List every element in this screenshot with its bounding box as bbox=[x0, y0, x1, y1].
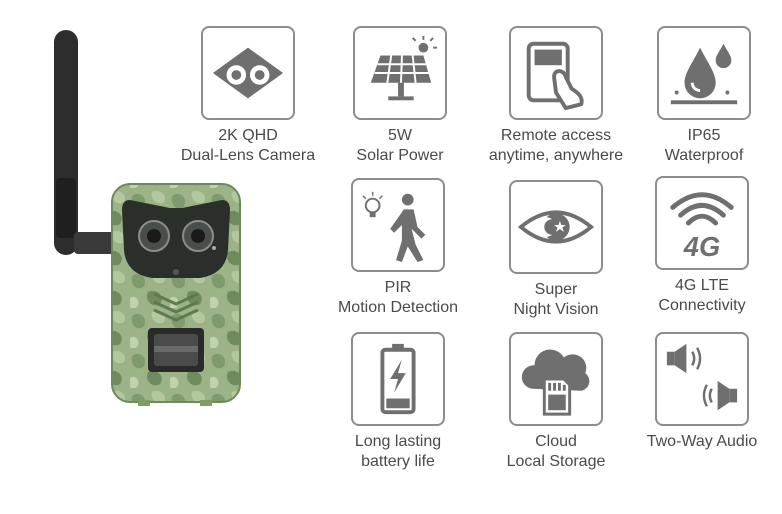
feature-remote-access: Remote access anytime, anywhere bbox=[466, 26, 646, 166]
dual-lens-eyes-icon bbox=[212, 47, 284, 99]
feature-title: Cloud bbox=[535, 433, 577, 450]
feature-subtitle: Dual-Lens Camera bbox=[180, 147, 316, 164]
feature-two-way-audio: Two-Way Audio bbox=[612, 332, 782, 452]
battery-bolt-icon bbox=[380, 343, 416, 415]
feature-title: 2K QHD bbox=[218, 127, 278, 144]
trail-camera-illustration bbox=[54, 30, 241, 406]
feature-title: PIR bbox=[384, 279, 412, 296]
feature-label: IP65 Waterproof bbox=[614, 126, 782, 166]
water-drop-icon bbox=[670, 43, 738, 105]
phone-tap-icon bbox=[526, 41, 584, 111]
feature-label: 5W Solar Power bbox=[310, 126, 490, 166]
feature-solar: 5W Solar Power bbox=[310, 26, 490, 166]
feature-label: PIR Motion Detection bbox=[308, 278, 488, 318]
feature-battery: Long lasting battery life bbox=[308, 332, 488, 472]
walking-person-icon bbox=[362, 191, 426, 263]
feature-label: 4G LTE Connectivity bbox=[612, 276, 782, 316]
feature-4g-lte: 4G 4G LTE Connectivity bbox=[612, 176, 782, 316]
trail-camera-image bbox=[50, 28, 250, 408]
feature-label: Super Night Vision bbox=[466, 280, 646, 320]
feature-storage: Cloud Local Storage bbox=[466, 332, 646, 472]
feature-icon-box bbox=[655, 332, 749, 426]
feature-title: Long lasting bbox=[354, 433, 442, 450]
feature-label: Long lasting battery life bbox=[308, 432, 488, 472]
feature-subtitle: Local Storage bbox=[506, 453, 606, 470]
feature-subtitle: anytime, anywhere bbox=[488, 147, 624, 164]
lens-plate bbox=[122, 200, 230, 278]
feature-title: Remote access bbox=[500, 127, 612, 144]
antenna-mount bbox=[74, 232, 116, 254]
cloud-sd-card-icon bbox=[521, 349, 590, 416]
feature-icon-box: 4G bbox=[655, 176, 749, 270]
feature-subtitle: battery life bbox=[361, 453, 435, 470]
feature-subtitle: Waterproof bbox=[664, 147, 744, 164]
feature-label: Cloud Local Storage bbox=[466, 432, 646, 472]
feature-icon-box bbox=[509, 332, 603, 426]
feature-waterproof: IP65 Waterproof bbox=[614, 26, 782, 166]
feature-icon-box bbox=[657, 26, 751, 120]
feature-label: Remote access anytime, anywhere bbox=[466, 126, 646, 166]
feature-title: 4G LTE bbox=[675, 277, 729, 294]
feature-label: 2K QHD Dual-Lens Camera bbox=[158, 126, 338, 166]
feature-night-vision: Super Night Vision bbox=[466, 180, 646, 320]
feature-subtitle: Solar Power bbox=[356, 147, 444, 164]
feature-dual-lens: 2K QHD Dual-Lens Camera bbox=[158, 26, 338, 166]
feature-pir: PIR Motion Detection bbox=[308, 178, 488, 318]
feature-subtitle: Motion Detection bbox=[337, 299, 459, 316]
feature-title: Super bbox=[534, 281, 578, 298]
wifi-4g-icon: 4G bbox=[670, 192, 734, 262]
feature-subtitle: Night Vision bbox=[513, 301, 599, 318]
eye-star-icon bbox=[517, 210, 595, 244]
feature-title: 5W bbox=[388, 127, 412, 144]
4g-badge-text: 4G bbox=[683, 231, 720, 262]
two-speakers-icon bbox=[666, 343, 738, 411]
feature-icon-box bbox=[353, 26, 447, 120]
feature-label: Two-Way Audio bbox=[612, 432, 782, 452]
feature-icon-box bbox=[509, 26, 603, 120]
feature-title: IP65 bbox=[687, 127, 721, 144]
feature-subtitle: Connectivity bbox=[658, 297, 746, 314]
feature-icon-box bbox=[509, 180, 603, 274]
feature-icon-box bbox=[201, 26, 295, 120]
feature-title: Two-Way Audio bbox=[646, 433, 758, 450]
feature-icon-box bbox=[351, 332, 445, 426]
solar-panel-icon bbox=[370, 35, 438, 101]
feature-icon-box bbox=[351, 178, 445, 272]
